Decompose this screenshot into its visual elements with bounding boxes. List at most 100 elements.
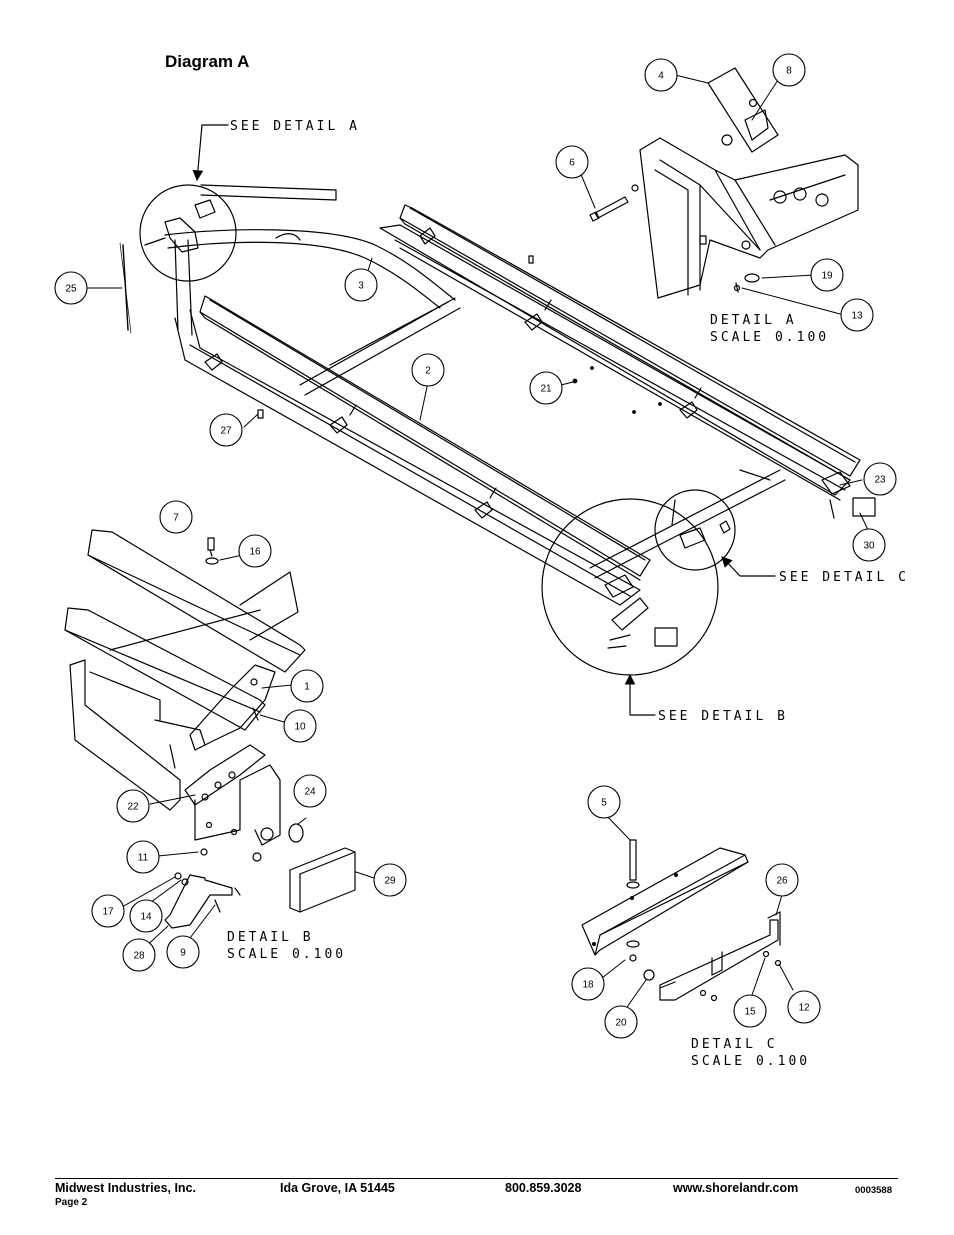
footer-website: www.shorelandr.com [673,1181,799,1195]
callout-circle [122,938,156,972]
callout-balloon: 3 [344,268,378,302]
callout-circle [91,894,125,928]
callout-number: 5 [601,798,607,809]
callout-balloon: 18 [571,967,605,1001]
callout-number: 16 [249,547,261,558]
detail-c-name: DETAIL C [691,1037,778,1052]
detail-b-arrow [624,673,656,716]
footer-doc-number: 0003588 [855,1185,892,1196]
callout-balloon: 4 [644,58,678,92]
callout-number: 29 [384,876,396,887]
callout-balloon: 10 [283,709,317,743]
callout-number: 14 [140,912,152,923]
detail-a-arrow [192,124,229,182]
detail-b-circle [541,498,719,676]
callout-number: 8 [786,66,792,77]
callout-balloon: 29 [373,863,407,897]
detail-c-drawing [581,839,782,1002]
tail-light-block [654,627,678,647]
part-30-block [852,497,876,517]
callout-circle [840,298,874,332]
callout-circle [733,994,767,1028]
main-trailer-frame [164,204,861,606]
callout-circle [411,353,445,387]
footer-phone: 800.859.3028 [505,1181,582,1195]
footer-page-number: Page 2 [55,1197,88,1208]
callout-number: 25 [65,284,77,295]
callout-circle [644,58,678,92]
callout-number: 26 [776,876,788,887]
callout-balloon: 13 [840,298,874,332]
callout-circle [116,789,150,823]
detail-a-scale: SCALE 0.100 [710,330,829,345]
callout-circle [54,271,88,305]
callout-number: 24 [304,787,316,798]
callout-balloon: 25 [54,271,88,305]
detail-a-circle [139,184,237,282]
callout-balloon: 1 [290,669,324,703]
callout-circle [344,268,378,302]
page-title: Diagram A [165,52,250,71]
footer-city: Ida Grove, IA 51445 [280,1181,395,1195]
callout-circle [765,863,799,897]
detail-b-drawing [64,529,356,929]
callout-circle [126,840,160,874]
callout-circle [772,53,806,87]
callout-balloon: 30 [852,528,886,562]
callout-number: 7 [173,513,179,524]
callout-balloon: 28 [122,938,156,972]
detail-c-circle [654,489,736,571]
see-detail-b-label: SEE DETAIL B [658,709,788,724]
detail-a-name: DETAIL A [710,313,797,328]
callout-balloon: 12 [787,990,821,1024]
callout-balloon: 17 [91,894,125,928]
callout-balloon: 15 [733,994,767,1028]
callout-number: 17 [102,907,114,918]
callout-number: 19 [821,271,833,282]
callout-number: 28 [133,951,145,962]
callout-number: 22 [127,802,139,813]
callout-number: 4 [658,71,664,82]
callout-balloons: 1234567891011121314151617181920212223242… [54,53,897,1039]
callout-number: 30 [863,541,875,552]
callout-circle [587,785,621,819]
see-detail-c-label: SEE DETAIL C [779,570,909,585]
footer-rule [55,1178,898,1179]
callout-number: 10 [294,722,306,733]
callout-circle [209,413,243,447]
callout-circle [787,990,821,1024]
callout-balloon: 2 [411,353,445,387]
callout-number: 27 [220,426,232,437]
part-27-marker [257,409,264,419]
detail-b-name: DETAIL B [227,930,314,945]
callout-circle [129,899,163,933]
callout-number: 21 [540,384,552,395]
detail-c-arrow [721,556,776,577]
callout-circle [852,528,886,562]
callout-balloon: 26 [765,863,799,897]
callout-number: 15 [744,1007,756,1018]
callout-balloon: 21 [529,371,563,405]
callout-number: 18 [582,980,594,991]
callout-circle [283,709,317,743]
callout-circle [863,462,897,496]
footer-company: Midwest Industries, Inc. [55,1181,196,1195]
leader-lines [86,74,869,1011]
callout-balloon: 22 [116,789,150,823]
callout-balloon: 24 [293,774,327,808]
callout-number: 9 [180,948,186,959]
callout-circle [166,935,200,969]
callout-circle [810,258,844,292]
callout-circle [604,1005,638,1039]
callout-balloon: 7 [159,500,193,534]
callout-balloon: 19 [810,258,844,292]
callout-number: 6 [569,158,575,169]
callout-circle [555,145,589,179]
callout-circle [238,534,272,568]
callout-number: 12 [798,1003,810,1014]
callout-balloon: 23 [863,462,897,496]
callout-number: 1 [304,682,310,693]
callout-balloon: 8 [772,53,806,87]
callout-number: 23 [874,475,886,486]
